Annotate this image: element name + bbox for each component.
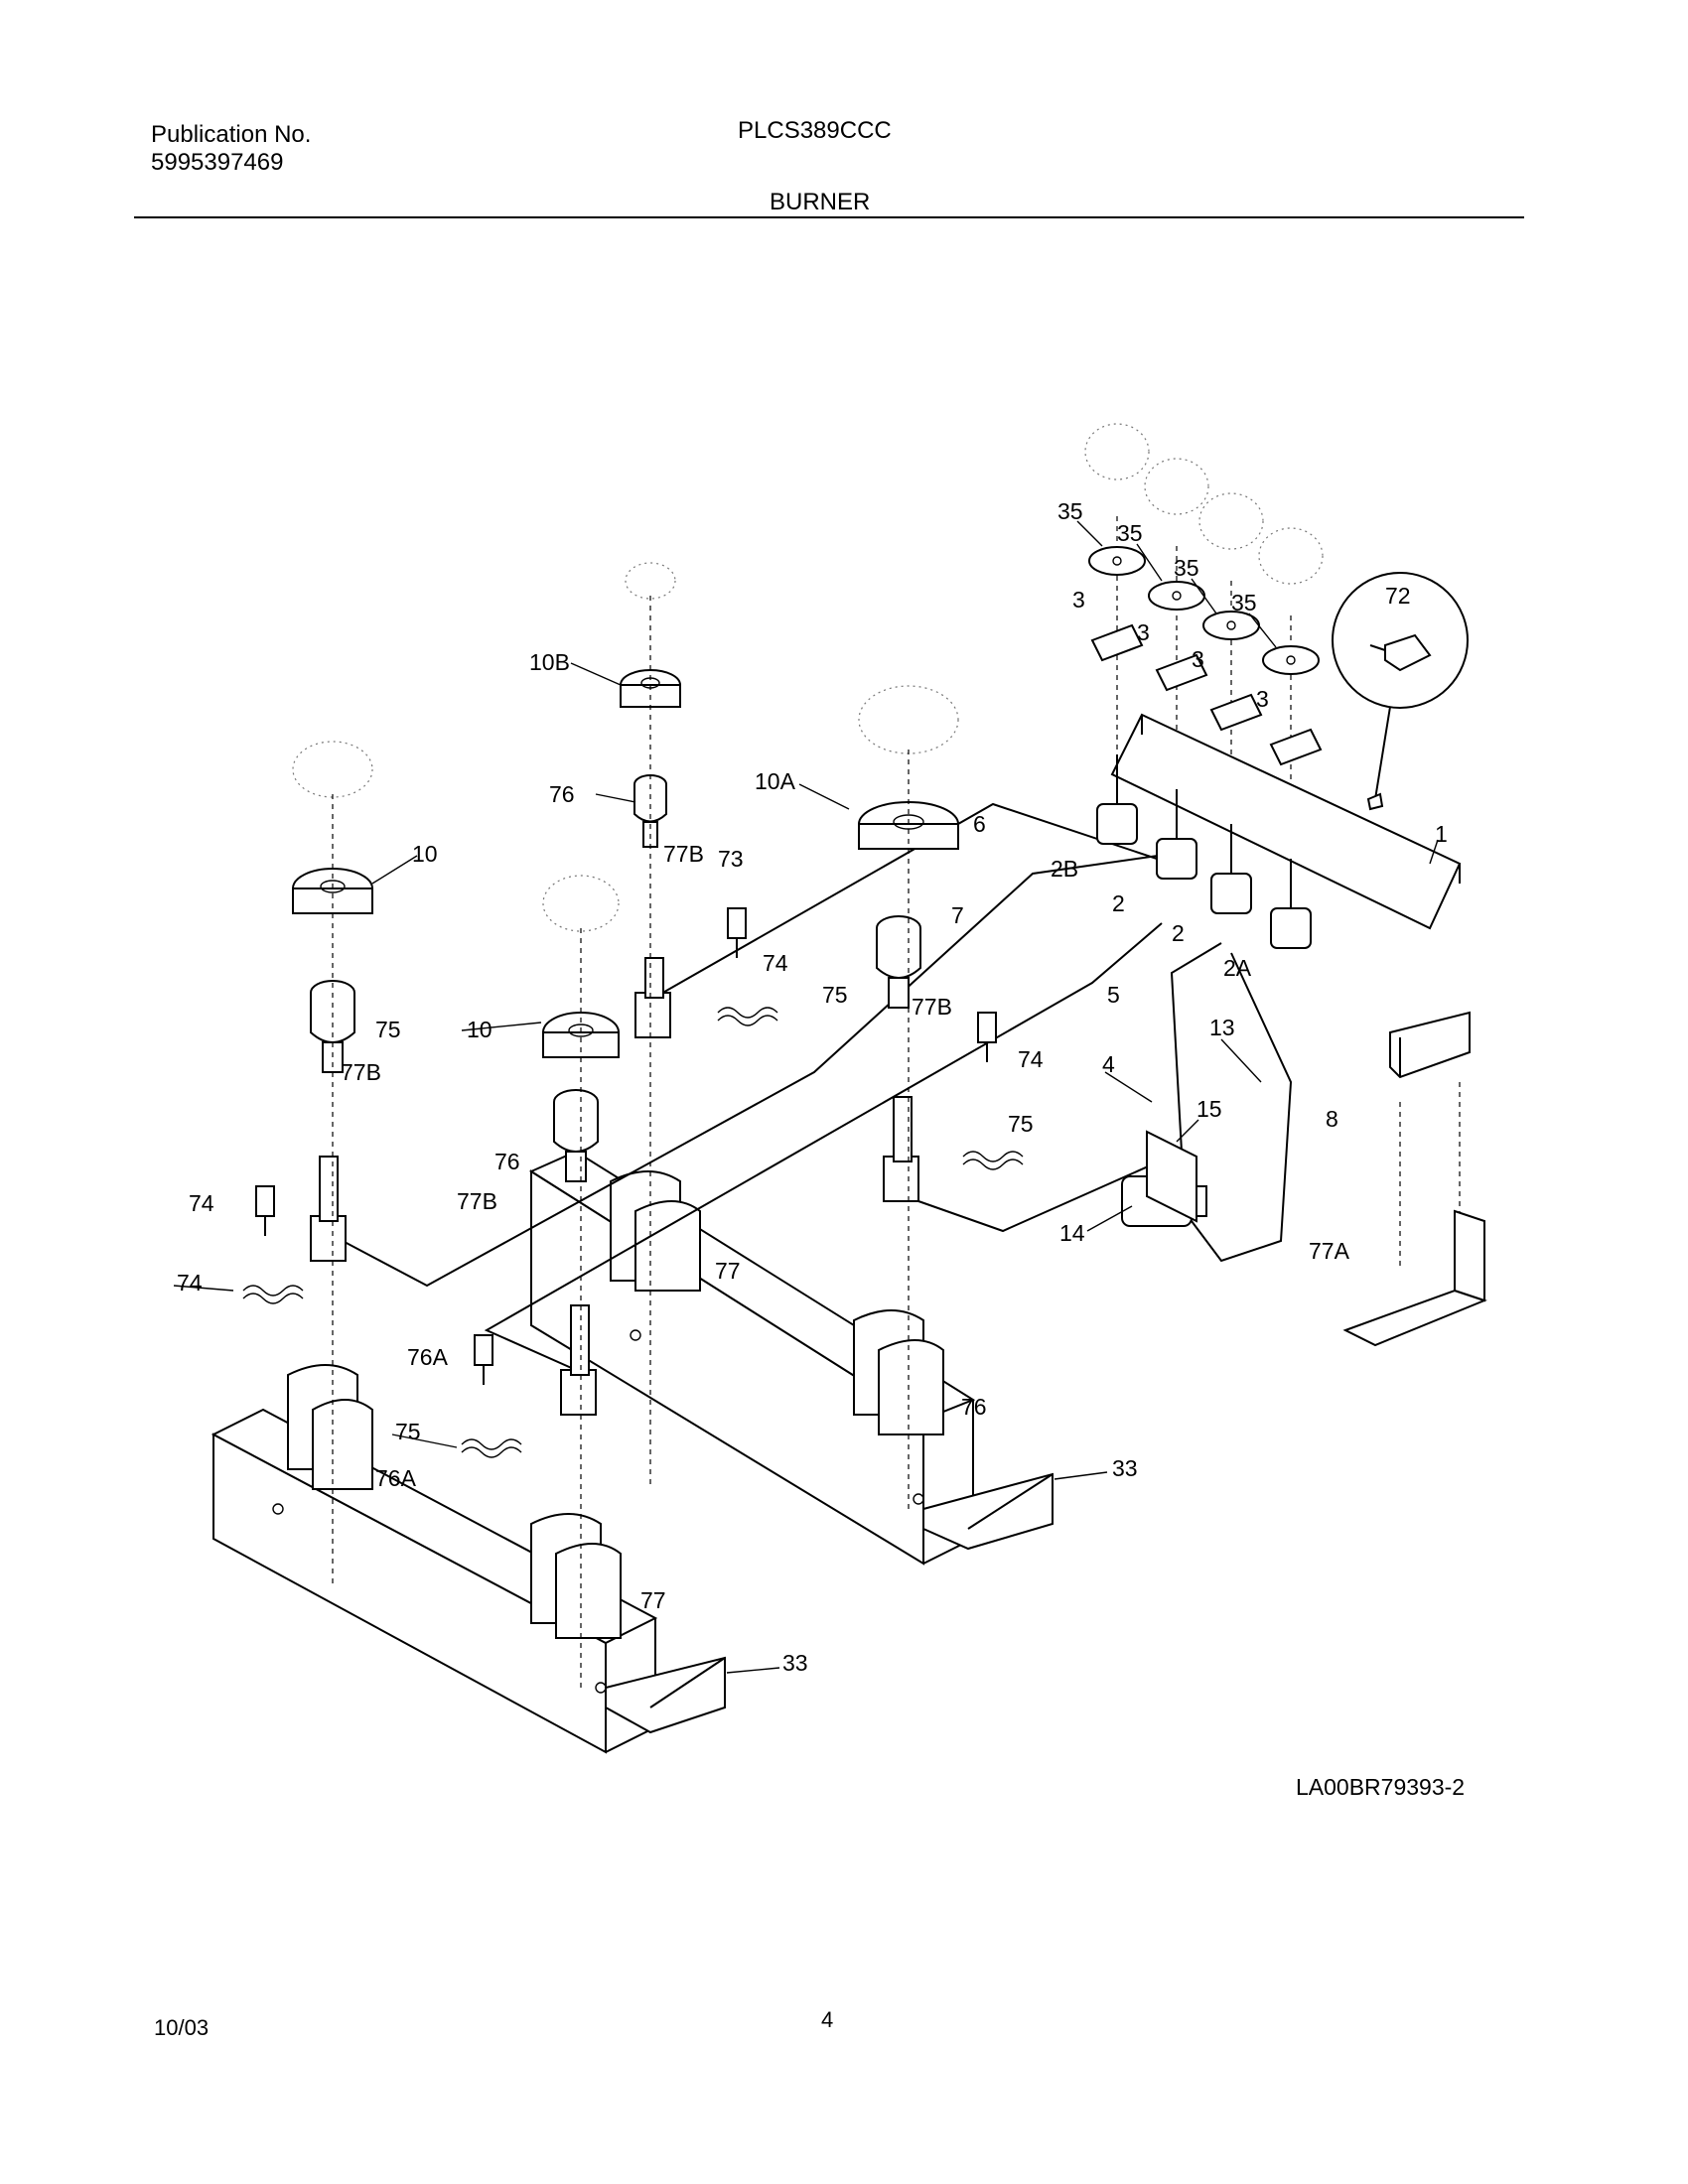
page-number: 4 (821, 2007, 834, 2032)
callout-75: 75 (1008, 1111, 1034, 1137)
revision-date: 10/03 (154, 2015, 210, 2040)
callout-10: 10 (412, 841, 438, 867)
callout-74: 73 (718, 846, 744, 872)
callout-76: 75 (822, 982, 848, 1008)
shield-77-mid (530, 1513, 622, 1639)
venturi-76-center (553, 1089, 599, 1182)
callout-2b: 2B (1051, 856, 1078, 882)
callout-10b: 10B (529, 649, 570, 675)
callout-77a: 77 (715, 1258, 741, 1284)
bracket-15 (1146, 1130, 1197, 1223)
header-rule (134, 216, 1524, 218)
bezel-35-c (1202, 611, 1260, 640)
callout-13: 13 (1209, 1015, 1235, 1040)
callout-14: 14 (1059, 1220, 1085, 1246)
callout-35: 35 (1057, 498, 1083, 524)
callout-35: 35 (1117, 520, 1143, 546)
bezel-35-a (1088, 546, 1146, 576)
callout-15: 15 (1196, 1096, 1222, 1122)
orifice-holder-center (560, 1304, 597, 1416)
section-title: BURNER (770, 189, 871, 215)
electrode-74-b (474, 1334, 493, 1385)
switch-3-c (1209, 693, 1263, 732)
bracket-73 (1342, 1209, 1487, 1347)
gas-tubes (342, 802, 1293, 1371)
clip-75-c (717, 1007, 778, 1026)
manifold-1 (1110, 713, 1462, 930)
orifice-holder-rear (634, 957, 671, 1038)
callout-75: 74 (763, 950, 788, 976)
callout-7: 7 (951, 902, 964, 928)
callout-77b: 77B (912, 994, 952, 1020)
switch-3-d (1269, 728, 1323, 766)
callout-3: 3 (1256, 686, 1269, 712)
callout-77b: 77B (341, 1059, 381, 1085)
callout-3: 3 (1137, 619, 1150, 645)
shield-77-left (287, 1364, 373, 1490)
callout-76: 75 (375, 1017, 401, 1042)
control-knobs (1084, 423, 1324, 585)
callout-75: 74 (177, 1270, 203, 1296)
callout-72: 72 (1385, 583, 1411, 609)
callout-77b: 77B (457, 1188, 497, 1214)
burner-caps (292, 562, 959, 932)
switch-3-a (1090, 623, 1144, 662)
callout-74: 74 (1018, 1046, 1044, 1072)
callout-33: 33 (1112, 1455, 1138, 1481)
valve-2a (1270, 859, 1312, 949)
callout-35: 35 (1231, 590, 1257, 615)
electrode-74-c (727, 907, 747, 958)
callout-77b: 77B (663, 841, 704, 867)
callout-10a: 10A (755, 768, 796, 794)
callout-3: 3 (1072, 587, 1085, 613)
bracket-33-front (605, 1656, 726, 1734)
valve-2b (1096, 754, 1138, 845)
clip-75-b (461, 1438, 522, 1458)
callout-77: 77 (640, 1587, 666, 1613)
leader-lines (173, 520, 1439, 1674)
orifice-holder-left (310, 1156, 347, 1262)
callout-33: 33 (782, 1650, 808, 1676)
callout-2: 2 (1172, 920, 1185, 946)
switch-3-b (1155, 653, 1208, 692)
callout-74: 74 (189, 1190, 214, 1216)
callout-3: 3 (1192, 646, 1204, 672)
callout-2a: 2A (1223, 955, 1252, 981)
spark-module-8 (1389, 1011, 1471, 1079)
callout-76a: 76 (549, 781, 575, 807)
callout-35: 35 (1174, 555, 1199, 581)
callout-74: 76A (407, 1344, 449, 1370)
model-number: PLCS389CCC (738, 117, 892, 144)
callout-77: 76A (375, 1465, 417, 1491)
publication-label: Publication No. (151, 121, 312, 148)
electrode-74-a (255, 1185, 275, 1236)
callout-6: 6 (973, 811, 986, 837)
bezel-35-d (1262, 645, 1320, 675)
valve-2-b (1210, 824, 1252, 914)
publication-number: 5995397469 (151, 149, 284, 176)
shield-77-right (853, 1309, 944, 1435)
screw-72-detail (1332, 572, 1469, 811)
clip-75-d (962, 1151, 1024, 1170)
callout-75: 75 (395, 1419, 421, 1444)
diagram-reference-code: LA00BR79393-2 (1296, 1774, 1466, 1800)
callout-76: 76 (494, 1149, 520, 1174)
callout-73: 77A (1309, 1238, 1350, 1264)
clip-75-a (242, 1285, 304, 1304)
callout-2: 2 (1112, 890, 1125, 916)
callout-8: 8 (1326, 1106, 1338, 1132)
callout-77: 76 (961, 1394, 987, 1420)
valve-2-a (1156, 789, 1197, 880)
electrode-74-d (977, 1012, 997, 1062)
shield-77a (610, 1170, 701, 1292)
orifice-holder-right (883, 1096, 919, 1202)
bracket-33-rear (922, 1472, 1054, 1551)
callout-4: 4 (1102, 1051, 1115, 1077)
callout-5: 5 (1107, 982, 1120, 1008)
